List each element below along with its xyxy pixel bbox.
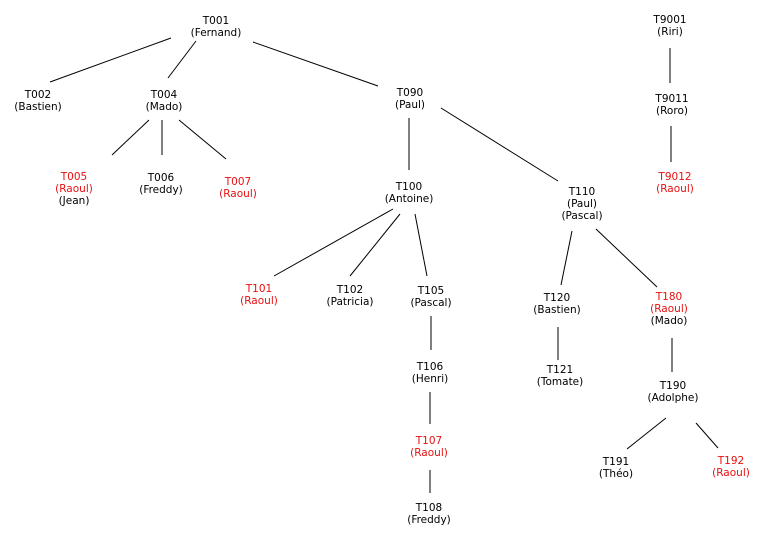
node-name-label: (Pascal) [561,210,602,222]
node-id-label: T001 [202,15,229,27]
node-name-label: (Mado) [146,101,183,113]
node-t9011: T9011(Roro) [654,93,688,117]
node-id-label: T105 [417,285,444,297]
node-t190: T190(Adolphe) [648,380,699,404]
node-name-label: (Bastien) [14,101,61,113]
node-id-label: T100 [395,181,422,193]
node-name-label: (Raoul) [650,303,688,315]
node-name-label: (Antoine) [385,193,434,205]
node-name-label: (Henri) [412,373,448,385]
node-id-label: T9011 [654,93,688,105]
node-name-label: (Paul) [567,198,597,210]
node-id-label: T190 [659,380,686,392]
node-id-label: T005 [60,171,87,183]
node-id-label: T121 [546,364,573,376]
edge-t004-t005 [111,119,150,156]
node-id-label: T101 [245,283,272,295]
tree-nodes: T001(Fernand)T002(Bastien)T004(Mado)T005… [14,14,750,526]
node-t180: T180(Raoul)(Mado) [650,291,688,327]
node-id-label: T192 [717,455,744,467]
node-name-label: (Raoul) [240,295,278,307]
node-t110: T110(Paul)(Pascal) [561,186,602,222]
node-t004: T004(Mado) [146,89,183,113]
node-name-label: (Freddy) [407,514,451,526]
node-name-label: (Raoul) [55,183,93,195]
edge-t110-t180 [595,228,658,288]
node-t108: T108(Freddy) [407,502,451,526]
edge-t190-t191 [626,417,667,450]
node-t9012: T9012(Raoul) [656,171,694,195]
edge-t100-t101 [273,208,394,277]
node-id-label: T007 [224,176,251,188]
node-t191: T191(Théo) [599,456,633,480]
node-t101: T101(Raoul) [240,283,278,307]
node-t105: T105(Pascal) [410,285,451,309]
node-name-label: (Patricia) [327,296,374,308]
node-t006: T006(Freddy) [139,172,183,196]
tree-edges [49,37,719,493]
node-t002: T002(Bastien) [14,89,61,113]
node-id-label: T9001 [652,14,686,26]
node-name-label: (Adolphe) [648,392,699,404]
node-name-label: (Riri) [657,26,683,38]
node-id-label: T9012 [657,171,691,183]
node-t192: T192(Raoul) [712,455,750,479]
node-id-label: T191 [602,456,629,468]
edge-t090-t110 [440,107,559,182]
node-t120: T120(Bastien) [533,292,580,316]
node-id-label: T090 [396,87,423,99]
node-id-label: T108 [415,502,442,514]
node-id-label: T180 [655,291,682,303]
node-t9001: T9001(Riri) [652,14,686,38]
node-name-label: (Raoul) [712,467,750,479]
node-t090: T090(Paul) [395,87,425,111]
node-t100: T100(Antoine) [385,181,434,205]
node-name-label: (Raoul) [410,447,448,459]
node-t102: T102(Patricia) [327,284,374,308]
node-name-label: (Paul) [395,99,425,111]
node-name-label: (Jean) [59,195,90,207]
node-id-label: T120 [543,292,570,304]
node-name-label: (Raoul) [656,183,694,195]
node-id-label: T106 [416,361,444,373]
node-t121: T121(Tomate) [537,364,584,388]
node-name-label: (Roro) [656,105,688,117]
node-id-label: T006 [147,172,175,184]
node-id-label: T107 [415,435,442,447]
edge-t190-t192 [695,422,719,449]
node-t107: T107(Raoul) [410,435,448,459]
node-name-label: (Raoul) [219,188,257,200]
node-id-label: T102 [336,284,363,296]
node-name-label: (Théo) [599,468,633,480]
edge-t100-t105 [414,213,428,277]
node-name-label: (Tomate) [537,376,584,388]
edge-t001-t090 [252,41,379,87]
node-name-label: (Pascal) [410,297,451,309]
node-name-label: (Freddy) [139,184,183,196]
node-name-label: (Fernand) [191,27,242,39]
node-t007: T007(Raoul) [219,176,257,200]
edge-t004-t007 [178,119,227,160]
node-name-label: (Mado) [651,315,688,327]
node-id-label: T004 [150,89,178,101]
node-id-label: T002 [24,89,51,101]
node-t001: T001(Fernand) [191,15,242,39]
edge-t001-t004 [167,40,197,79]
edge-t100-t102 [349,213,401,277]
node-t106: T106(Henri) [412,361,448,385]
node-name-label: (Bastien) [533,304,580,316]
edge-t001-t002 [49,37,172,83]
node-t005: T005(Raoul)(Jean) [55,171,93,207]
edge-t110-t120 [560,230,573,286]
node-id-label: T110 [568,186,595,198]
